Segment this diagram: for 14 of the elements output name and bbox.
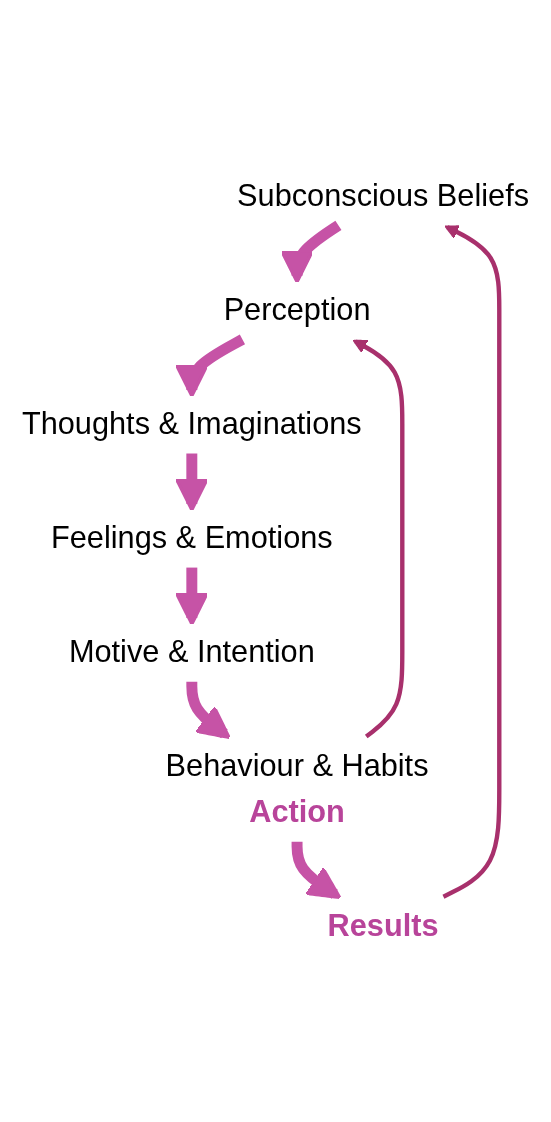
arrow xyxy=(174,452,209,512)
arrow xyxy=(352,339,405,739)
node-text: Feelings & Emotions xyxy=(50,520,333,555)
arrow xyxy=(442,225,502,899)
node-text: Perception xyxy=(223,292,371,327)
node-text: Behaviour & Habits Action xyxy=(165,748,429,829)
node-text: Subconscious Beliefs xyxy=(237,178,530,213)
arrow xyxy=(280,220,342,284)
node-text: Results xyxy=(327,908,439,943)
arrow xyxy=(174,566,209,626)
arrow xyxy=(174,334,246,398)
arrow xyxy=(186,680,231,740)
node-text: Thoughts & Imaginations xyxy=(21,406,362,441)
node-text: Motive & Intention xyxy=(68,634,315,669)
